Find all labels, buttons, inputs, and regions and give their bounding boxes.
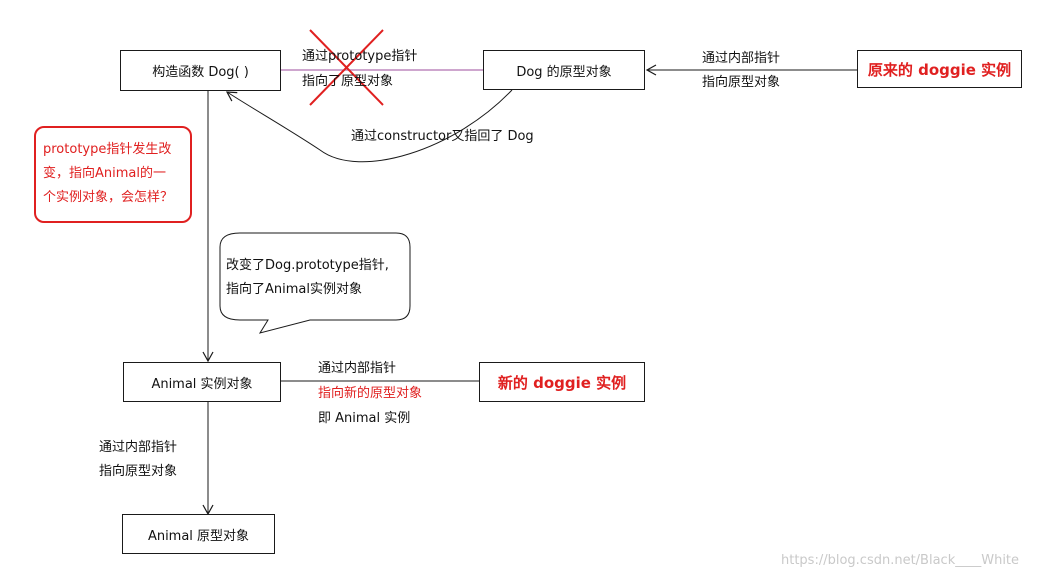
new-internal-label-2: 指向新的原型对象 [318,386,423,401]
speech-bubble-text: 改变了Dog.prototype指针, 指向了Animal实例对象 [226,254,389,302]
question-note-line1: prototype指针发生改 [43,142,172,157]
new-internal-label-1: 通过内部指针 [318,361,397,376]
question-note-line2: 变，指向Animal的一 [43,166,166,181]
dog-prototype-node: Dog 的原型对象 [483,50,645,90]
new-internal-label-3: 即 Animal 实例 [318,411,411,426]
watermark: https://blog.csdn.net/Black____White [781,553,1020,568]
animal-prototype-node: Animal 原型对象 [122,514,275,554]
animal-instance-node: Animal 实例对象 [123,362,281,402]
speech-bubble-line2: 指向了Animal实例对象 [226,282,362,297]
prototype-label-line1: 通过prototype指针 [302,49,418,64]
animal-internal-label-2: 指向原型对象 [99,464,178,479]
original-internal-label-2: 指向原型对象 [702,75,781,90]
cross-out-mark [309,29,384,106]
original-internal-label-1: 通过内部指针 [702,51,781,66]
question-note: prototype指针发生改 变，指向Animal的一 个实例对象，会怎样？ [34,126,192,223]
new-doggie-instance-node: 新的 doggie 实例 [479,362,645,402]
speech-bubble-line1: 改变了Dog.prototype指针, [226,258,389,273]
original-doggie-instance-node: 原来的 doggie 实例 [857,50,1022,88]
constructor-label: 通过constructor又指回了 Dog [351,129,534,144]
question-note-line3: 个实例对象，会怎样？ [43,190,174,205]
constructor-link-arrow [225,89,513,163]
speech-bubble-shape [219,232,411,334]
animal-internal-label-1: 通过内部指针 [99,440,178,455]
dog-constructor-node: 构造函数 Dog( ) [120,50,281,91]
prototype-label-line2: 指向了原型对象 [302,74,394,89]
